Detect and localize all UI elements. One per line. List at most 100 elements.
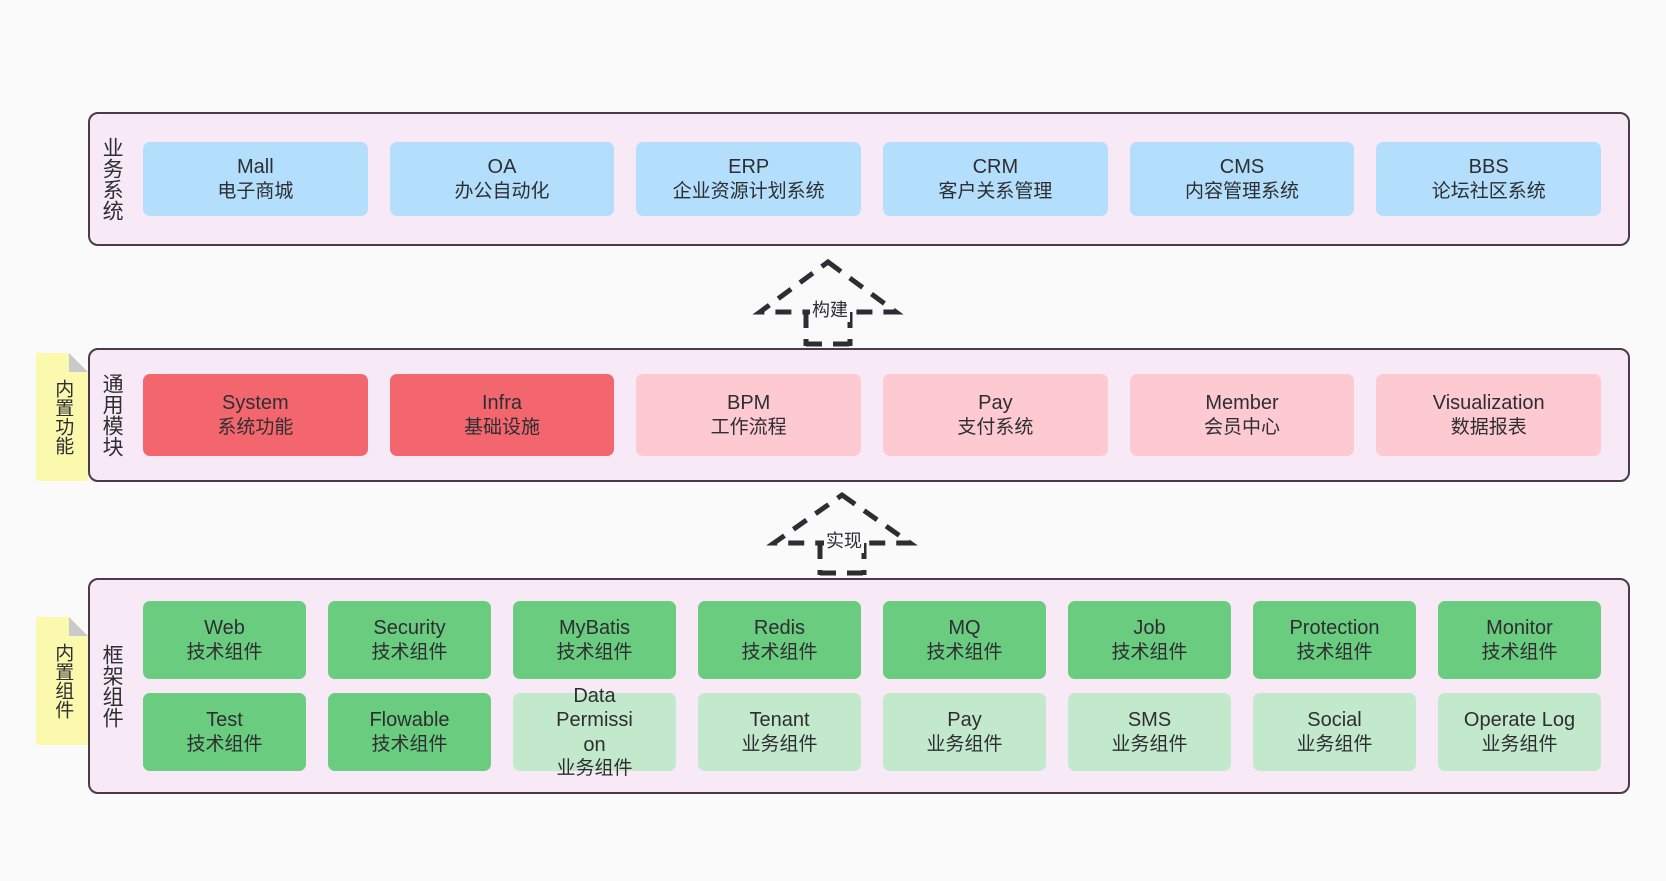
node-flowable-cn: 技术组件 [371,733,448,755]
node-security-cn: 技术组件 [371,641,448,663]
node-pay-component-cn: 业务组件 [926,733,1003,755]
sticky-fold-corner-icon [69,353,88,372]
node-redis-cn: 技术组件 [741,641,818,663]
node-tenant-en: Tenant [749,709,810,732]
node-erp[interactable]: ERP 企业资源计划系统 [636,142,862,216]
node-visualization-cn: 数据报表 [1450,416,1527,438]
node-pay-component-en: Pay [947,709,982,732]
node-erp-cn: 企业资源计划系统 [672,180,825,202]
connector-build: 构建 [752,258,904,347]
node-bpm-cn: 工作流程 [710,416,787,438]
node-infra-cn: 基础设施 [464,416,541,438]
node-infra-en: Infra [481,392,523,415]
node-test-en: Test [206,709,243,732]
node-protection-en: Protection [1289,617,1380,640]
node-test[interactable]: Test 技术组件 [143,693,306,771]
node-cms[interactable]: CMS 内容管理系统 [1129,142,1355,216]
node-monitor-cn: 技术组件 [1481,641,1558,663]
node-redis[interactable]: Redis 技术组件 [698,601,861,679]
node-operate-log[interactable]: Operate Log 业务组件 [1438,693,1601,771]
node-pay-component[interactable]: Pay 业务组件 [883,693,1046,771]
sticky-note-builtin-features: 内置功能 [36,353,88,481]
node-security[interactable]: Security 技术组件 [328,601,491,679]
node-web[interactable]: Web 技术组件 [143,601,306,679]
node-flowable[interactable]: Flowable 技术组件 [328,693,491,771]
implement-stem [817,543,867,575]
node-pay-module-en: Pay [978,392,1013,415]
node-social-en: Social [1307,709,1362,732]
node-security-en: Security [373,617,446,640]
connector-build-label: 构建 [810,296,850,322]
node-protection[interactable]: Protection 技术组件 [1253,601,1416,679]
node-cms-en: CMS [1219,156,1265,179]
node-sms[interactable]: SMS 业务组件 [1068,693,1231,771]
node-sms-en: SMS [1127,709,1172,732]
node-mall-en: Mall [237,156,274,179]
layer-framework-component-title: 框架组件 [100,644,124,728]
build-stem [803,312,853,346]
sticky-note-builtin-features-label: 内置功能 [52,379,74,455]
node-bbs[interactable]: BBS 论坛社区系统 [1376,142,1602,216]
node-sms-cn: 业务组件 [1111,733,1188,755]
node-monitor[interactable]: Monitor 技术组件 [1438,601,1601,679]
implement-arrowhead [766,491,918,546]
node-flowable-en: Flowable [369,709,450,732]
node-bpm[interactable]: BPM 工作流程 [636,374,862,456]
node-crm-cn: 客户关系管理 [938,180,1053,202]
node-data-permission-en: Data Permission [556,684,633,756]
node-social[interactable]: Social 业务组件 [1253,693,1416,771]
layer-framework-component-body: Web 技术组件 Security 技术组件 MyBatis 技术组件 Redi… [132,580,1628,792]
sticky-fold-corner-icon [69,617,88,636]
node-tenant-cn: 业务组件 [741,733,818,755]
node-crm[interactable]: CRM 客户关系管理 [883,142,1108,216]
connector-implement-label: 实现 [824,527,864,553]
node-oa[interactable]: OA 办公自动化 [389,142,615,216]
node-system-cn: 系统功能 [217,416,294,438]
node-mall[interactable]: Mall 电子商城 [143,142,368,216]
layer-common-module-body: System 系统功能 Infra 基础设施 BPM 工作流程 Pay 支付系统… [132,350,1628,480]
node-test-cn: 技术组件 [186,733,263,755]
node-operate-log-en: Operate Log [1463,709,1576,732]
business-system-node-row: Mall 电子商城 OA 办公自动化 ERP 企业资源计划系统 CRM 客户关系… [132,142,1612,216]
node-monitor-en: Monitor [1486,617,1553,640]
node-member-en: Member [1205,392,1279,415]
sticky-note-builtin-components: 内置组件 [36,617,88,745]
node-member[interactable]: Member 会员中心 [1129,374,1355,456]
node-pay-module[interactable]: Pay 支付系统 [883,374,1108,456]
node-mybatis-en: MyBatis [558,617,631,640]
node-member-cn: 会员中心 [1204,416,1281,438]
framework-tech-node-row: Web 技术组件 Security 技术组件 MyBatis 技术组件 Redi… [132,601,1612,679]
node-visualization-en: Visualization [1432,392,1545,415]
framework-biz-node-row: Test 技术组件 Flowable 技术组件 Data Permission … [132,685,1612,779]
node-system[interactable]: System 系统功能 [143,374,368,456]
layer-business-system-body: Mall 电子商城 OA 办公自动化 ERP 企业资源计划系统 CRM 客户关系… [132,114,1628,244]
node-infra[interactable]: Infra 基础设施 [389,374,615,456]
node-job-cn: 技术组件 [1111,641,1188,663]
build-arrowhead [752,258,904,315]
node-system-en: System [221,392,289,415]
node-pay-module-cn: 支付系统 [957,416,1034,438]
node-visualization[interactable]: Visualization 数据报表 [1376,374,1602,456]
node-bbs-en: BBS [1468,156,1509,179]
node-job[interactable]: Job 技术组件 [1068,601,1231,679]
node-redis-en: Redis [753,617,806,640]
node-mq-cn: 技术组件 [926,641,1003,663]
node-protection-cn: 技术组件 [1296,641,1373,663]
layer-business-system-title: 业务系统 [100,137,124,221]
node-data-permission[interactable]: Data Permission 业务组件 [513,685,676,779]
node-mybatis-cn: 技术组件 [556,641,633,663]
layer-framework-component: 框架组件 Web 技术组件 Security 技术组件 MyBatis 技术组件… [88,578,1630,794]
node-job-en: Job [1133,617,1166,640]
node-web-en: Web [204,617,245,640]
node-oa-cn: 办公自动化 [454,180,550,202]
node-web-cn: 技术组件 [186,641,263,663]
node-mybatis[interactable]: MyBatis 技术组件 [513,601,676,679]
node-mall-cn: 电子商城 [217,180,294,202]
node-mq[interactable]: MQ 技术组件 [883,601,1046,679]
common-module-node-row: System 系统功能 Infra 基础设施 BPM 工作流程 Pay 支付系统… [132,374,1612,456]
layer-common-module: 通用模块 System 系统功能 Infra 基础设施 BPM 工作流程 Pay [88,348,1630,482]
node-oa-en: OA [487,156,517,179]
node-tenant[interactable]: Tenant 业务组件 [698,693,861,771]
node-crm-en: CRM [972,156,1019,179]
